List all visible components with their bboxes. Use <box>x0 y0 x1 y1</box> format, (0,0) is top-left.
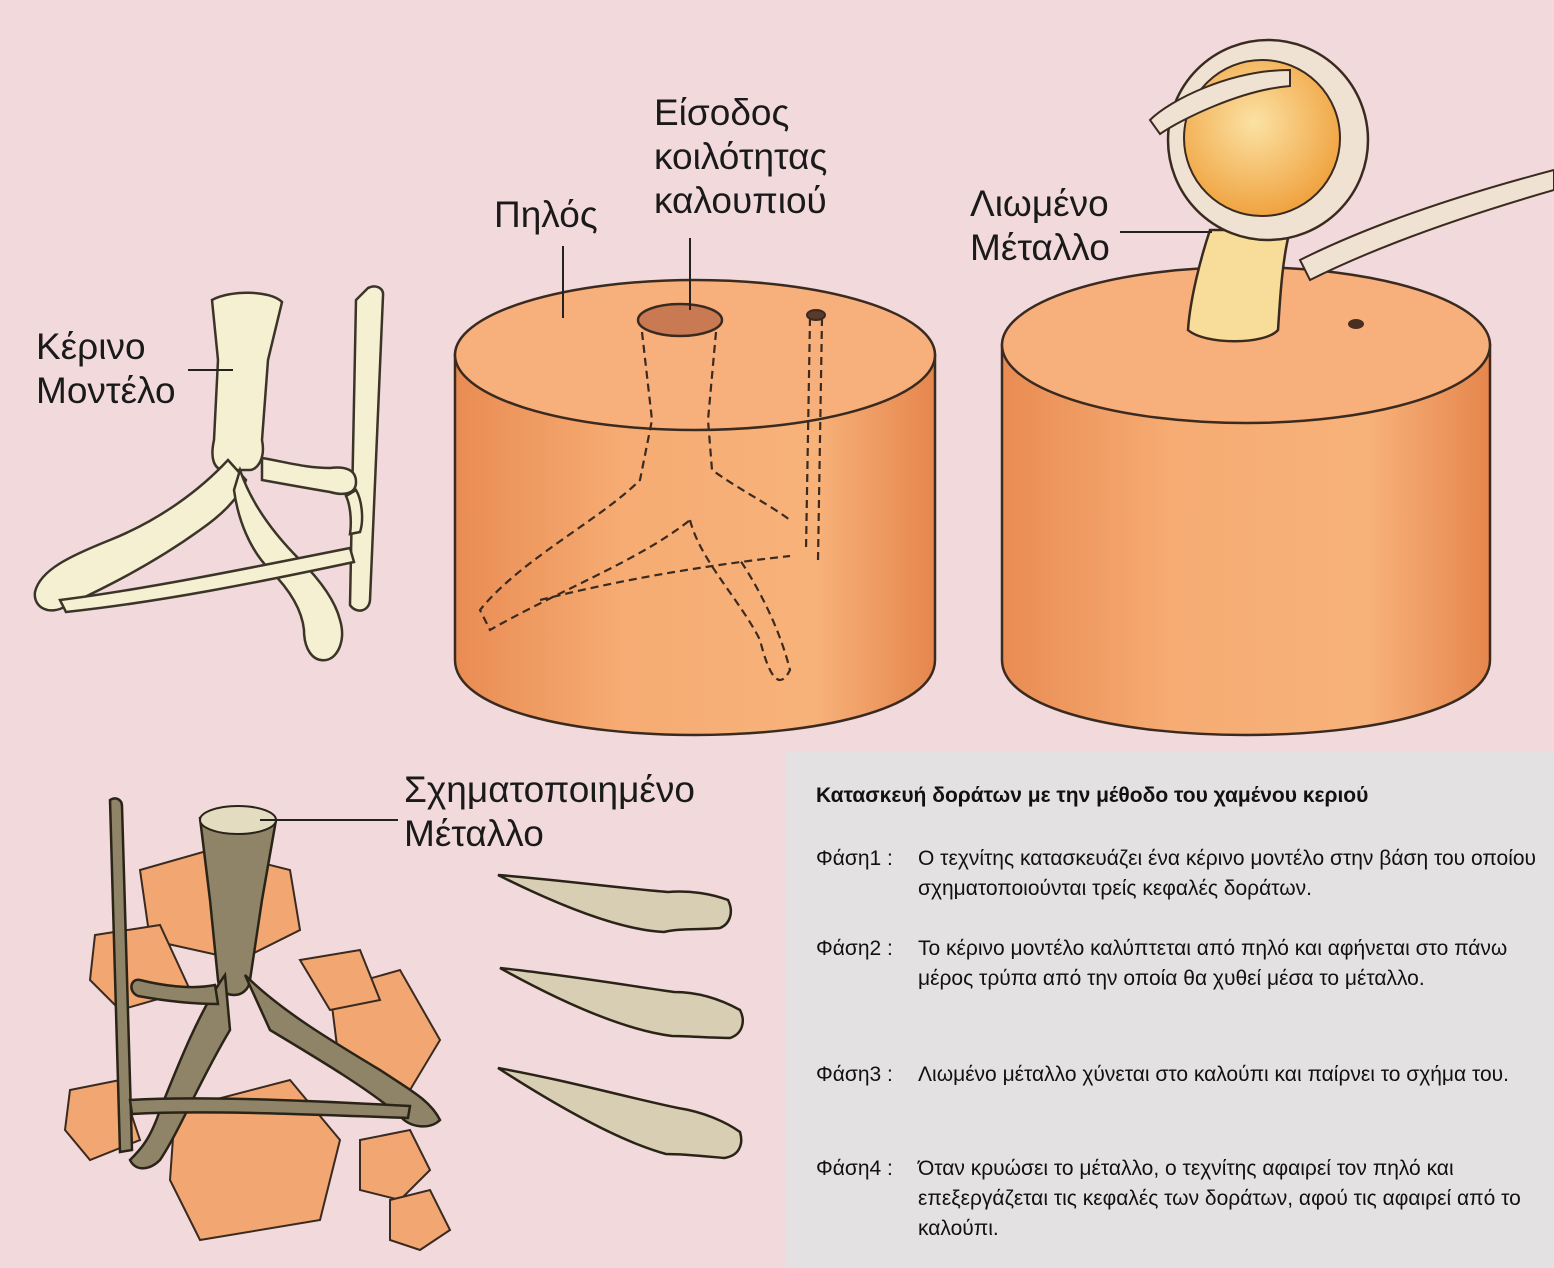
spearheads <box>498 875 743 1158</box>
phase-1-name: Φάση1 : <box>816 844 893 874</box>
spearhead-3 <box>498 1068 741 1158</box>
spearhead-2 <box>500 968 743 1038</box>
phase-3-name: Φάση3 : <box>816 1060 893 1090</box>
wax-model-label-line1: Κέρινο <box>36 325 176 369</box>
phase-2-text: Το κέρινο μοντέλο καλύπτεται από πηλό κα… <box>918 934 1546 994</box>
shaped-metal-label-line1: Σχηματοποιημένο <box>404 768 695 812</box>
phase-2-name: Φάση2 : <box>816 934 893 964</box>
molten-metal-label-line1: Λιωμένο <box>970 182 1110 226</box>
molten-metal-label-line2: Μέταλλο <box>970 226 1110 270</box>
clay-label: Πηλός <box>494 193 598 237</box>
mold-entry-hole <box>638 304 722 336</box>
wax-model-label: Κέρινο Μοντέλο <box>36 325 176 413</box>
molten-metal-label: Λιωμένο Μέταλλο <box>970 182 1110 270</box>
mold-entry-label-line2: κοιλότητας <box>654 135 827 179</box>
phase-4-name: Φάση4 : <box>816 1154 893 1184</box>
wax-model-label-line2: Μοντέλο <box>36 369 176 413</box>
spearhead-1 <box>498 875 731 932</box>
panel-title: Κατασκευή δοράτων με την μέθοδο του χαμέ… <box>816 784 1368 808</box>
broken-mold-figure <box>65 798 450 1250</box>
pouring-mold-figure <box>1002 40 1554 735</box>
phase-4-text: Όταν κρυώσει το μέταλλο, ο τεχνίτης αφαι… <box>918 1154 1546 1244</box>
phase-3-text: Λιωμένο μέταλλο χύνεται στο καλούπι και … <box>918 1060 1546 1090</box>
mold-entry-label: Είσοδος κοιλότητας καλουπιού <box>654 91 827 223</box>
shaped-metal-label: Σχηματοποιημένο Μέταλλο <box>404 768 695 856</box>
mold-entry-label-line1: Είσοδος <box>654 91 827 135</box>
clay-label-text: Πηλός <box>494 193 598 237</box>
phase-1-text: Ο τεχνίτης κατασκευάζει ένα κέρινο μοντέ… <box>918 844 1546 904</box>
molten-metal-stream <box>1188 230 1290 341</box>
mold-entry-label-line3: καλουπιού <box>654 179 827 223</box>
info-panel: Κατασκευή δοράτων με την μέθοδο του χαμέ… <box>786 752 1554 1268</box>
clay-mold-figure <box>455 280 935 735</box>
shaped-metal-label-line2: Μέταλλο <box>404 812 695 856</box>
